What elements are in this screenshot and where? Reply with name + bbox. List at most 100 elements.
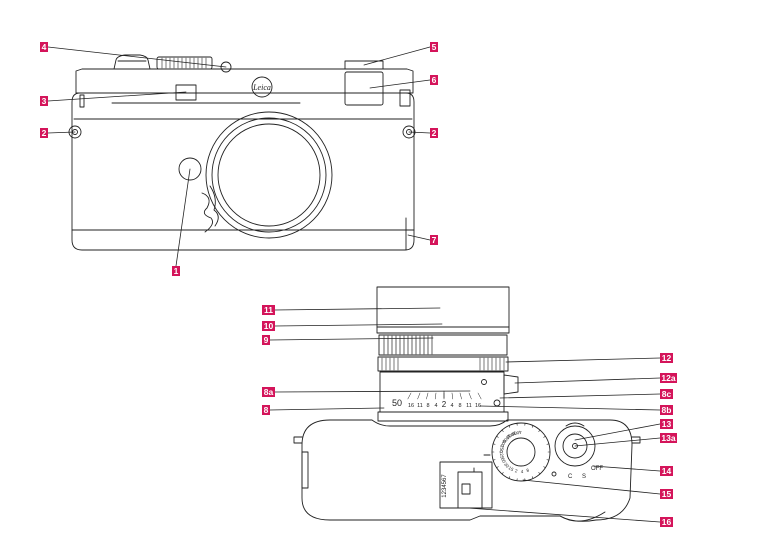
leader-line — [274, 323, 443, 327]
svg-text:10: 10 — [264, 321, 274, 331]
camera-front-view: Leica — [68, 54, 416, 251]
aperture-tick — [417, 392, 421, 400]
callout-10: 10 — [262, 321, 275, 331]
callout-14: 14 — [660, 466, 673, 476]
aperture-value: 11 — [417, 403, 423, 409]
callout-12: 12 — [660, 353, 673, 363]
dial-knurl — [531, 476, 534, 479]
shutter-speed-value: 8 — [526, 467, 531, 473]
leader-line — [514, 377, 661, 384]
svg-text:6: 6 — [432, 75, 437, 85]
dial-knurl — [546, 443, 550, 445]
dial-knurl — [508, 425, 511, 428]
aperture-value: 16 — [408, 403, 414, 409]
dial-knurl — [543, 466, 546, 469]
aperture-tick — [459, 392, 462, 400]
leader-line — [175, 168, 191, 267]
brand-logo-text: Leica — [252, 83, 271, 92]
aperture-value: 16 — [475, 403, 481, 409]
aperture-tick — [451, 392, 454, 400]
svg-text:15: 15 — [662, 489, 672, 499]
svg-text:8: 8 — [264, 405, 269, 415]
leader-line — [574, 437, 661, 447]
leader-line — [269, 407, 385, 411]
svg-text:2: 2 — [432, 128, 437, 138]
callout-2: 2 — [40, 128, 48, 138]
aperture-value: 4 — [450, 403, 453, 409]
callout-16: 16 — [660, 517, 673, 527]
shutter-speed-value: 1000 — [501, 433, 512, 444]
leader-line — [499, 393, 661, 399]
svg-text:12: 12 — [662, 353, 672, 363]
leader-line — [479, 405, 661, 411]
leader-line — [407, 234, 431, 241]
svg-text:8c: 8c — [662, 389, 672, 399]
svg-text:13: 13 — [662, 419, 672, 429]
aperture-tick — [434, 392, 437, 400]
callout-8a: 8a — [262, 387, 275, 397]
shutter-speed-value: 30 — [503, 462, 510, 469]
shutter-speed-value: 4000 — [511, 429, 522, 436]
focal-length-label: 50 — [392, 398, 402, 408]
svg-text:13a: 13a — [661, 433, 675, 443]
dial-knurl — [538, 472, 541, 475]
svg-text:11: 11 — [264, 305, 273, 315]
leader-line — [408, 131, 431, 134]
shutter-speed-value: 2 — [514, 468, 518, 474]
shutter-speed-value: 4 — [521, 469, 524, 474]
aperture-value: 8 — [426, 403, 429, 409]
svg-text:2: 2 — [42, 128, 47, 138]
svg-text:12a: 12a — [661, 373, 675, 383]
dial-knurl — [492, 459, 496, 461]
callout-8b: 8b — [660, 405, 673, 415]
leader-line — [467, 507, 661, 523]
svg-text:14: 14 — [662, 466, 672, 476]
dial-knurl — [546, 459, 550, 461]
dial-knurl — [492, 443, 496, 445]
serial-number: 1234567 — [442, 474, 448, 498]
dial-knurl — [496, 435, 499, 438]
leader-line — [269, 337, 434, 341]
callout-11: 11 — [262, 305, 275, 315]
callout-7: 7 — [430, 235, 438, 245]
callout-15: 15 — [660, 489, 673, 499]
leader-line — [505, 357, 661, 363]
leader-line — [592, 465, 661, 472]
leader-line — [274, 307, 441, 311]
lever-position-s: S — [582, 474, 586, 480]
leader-line — [522, 479, 661, 495]
svg-text:8a: 8a — [264, 387, 274, 397]
leader-line — [574, 423, 661, 441]
leader-line — [47, 91, 187, 102]
callout-6: 6 — [430, 75, 438, 85]
callout-13: 13 — [660, 419, 673, 429]
svg-text:5: 5 — [432, 42, 437, 52]
aperture-tick — [468, 392, 472, 400]
svg-text:4: 4 — [42, 42, 47, 52]
aperture-value: 11 — [466, 403, 472, 409]
svg-text:3: 3 — [42, 96, 47, 106]
svg-text:16: 16 — [662, 517, 672, 527]
lever-position-c: C — [568, 474, 573, 480]
dial-knurl — [501, 472, 504, 475]
svg-text:9: 9 — [264, 335, 269, 345]
shutter-speed-value: 125 — [499, 451, 505, 460]
aperture-tick — [477, 392, 482, 400]
callout-1: 1 — [172, 266, 180, 276]
aperture-value: 8 — [458, 403, 461, 409]
dial-knurl — [531, 425, 534, 428]
shutter-speed-value: 2000 — [505, 430, 517, 440]
dial-knurl — [543, 435, 546, 438]
svg-text:7: 7 — [432, 235, 437, 245]
callout-5: 5 — [430, 42, 438, 52]
dial-knurl — [538, 429, 541, 432]
shutter-speed-value: 500 — [499, 439, 507, 448]
leader-line — [363, 46, 431, 66]
callout-2: 2 — [430, 128, 438, 138]
svg-text:1: 1 — [174, 266, 179, 276]
dial-knurl — [508, 476, 511, 479]
